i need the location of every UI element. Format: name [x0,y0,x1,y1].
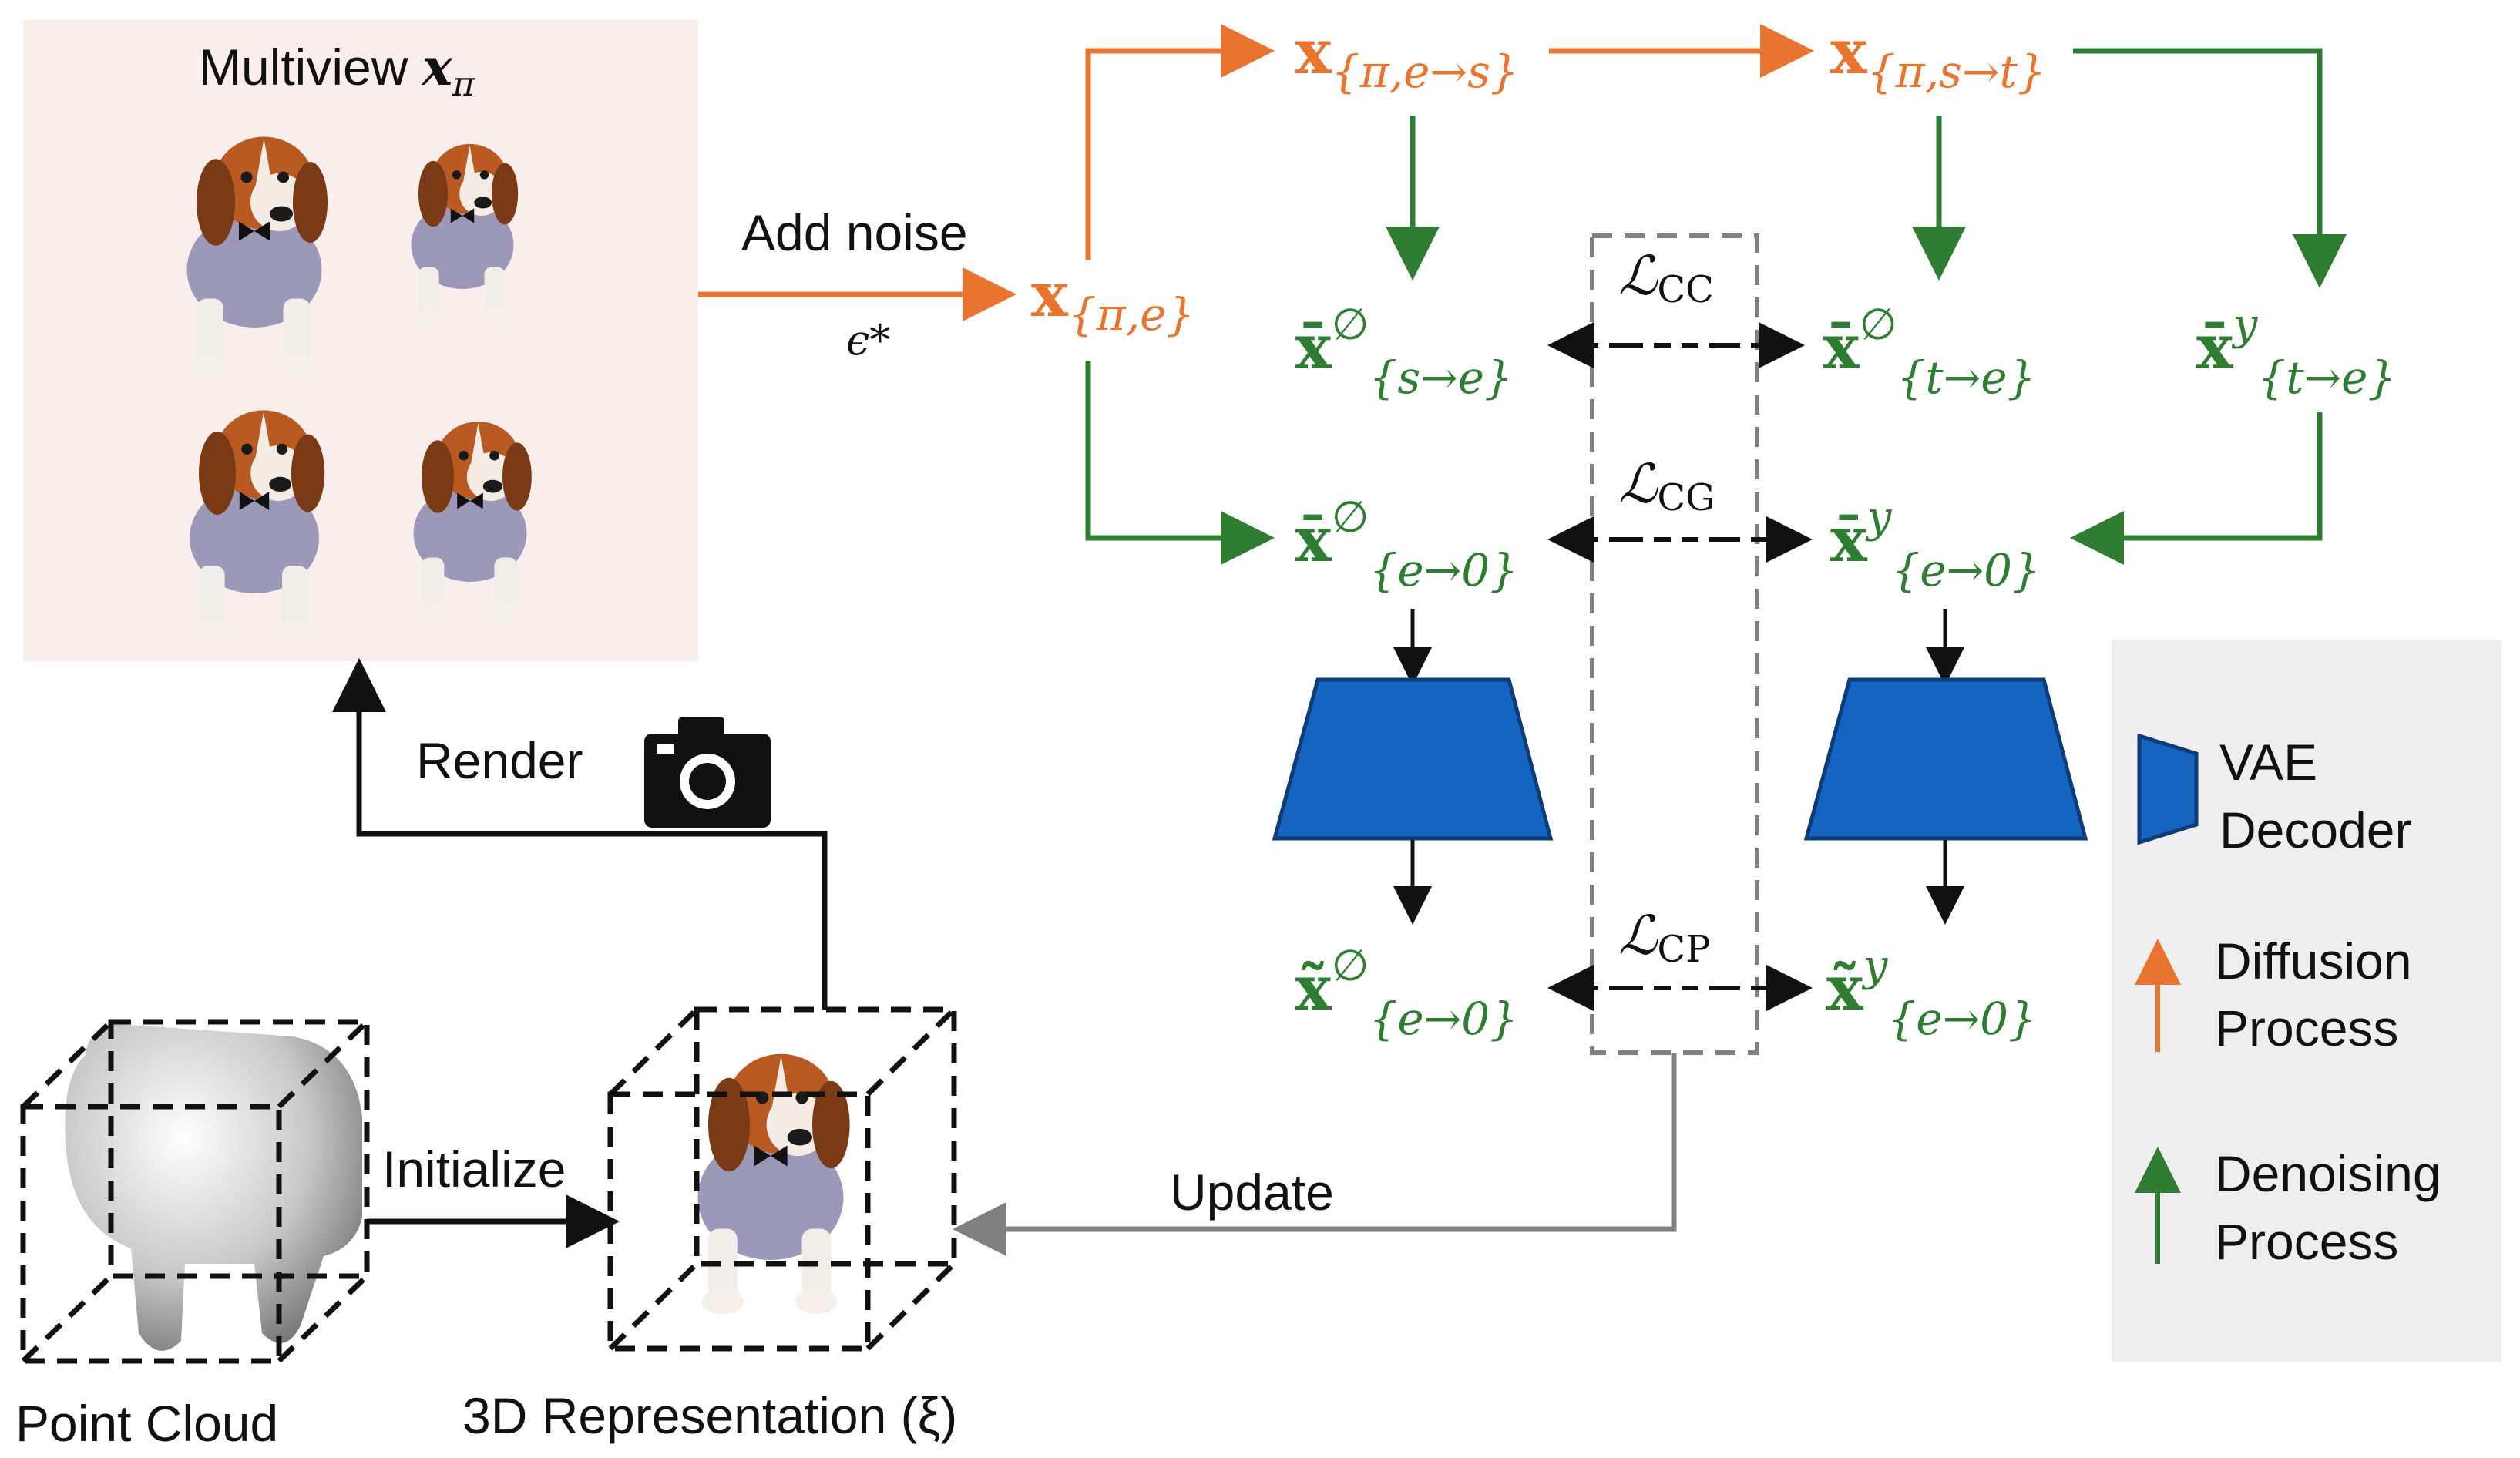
legend-diffusion-line1: Diffusion [2215,932,2412,989]
legend-diffusion-line2: Process [2215,999,2398,1057]
diffusion-arrow-e-to-s [1085,24,1275,260]
node-x-pi-s-t: x{π,s→t} [1830,15,2046,98]
node-xbar-null-e-0: x̄∅{e→0} [1295,492,1518,596]
wireframe-cube-icon [607,1006,957,1352]
camera-icon [644,717,771,828]
loss-cp: ℒCP [1618,904,1710,971]
multiview-panel [23,20,698,661]
denoise-arrow-pi-e-to-e0 [1085,361,1275,565]
point-cloud-label: Point Cloud [15,1395,278,1452]
vae-decoder-icon [2137,733,2199,845]
legend-vae-line2: Decoder [2219,801,2411,858]
loss-cg: ℒCG [1618,452,1715,519]
update-label: Update [1170,1164,1334,1221]
legend-denoising-line2: Process [2215,1213,2398,1270]
render-arrow [332,658,828,1010]
node-xbar-y-e-0: x̄y{e→0} [1830,492,2041,596]
add-noise-label: Add noise [741,204,968,261]
denoise-arrow-t-to-e-y [2073,48,2347,288]
vae-decoder-icon [1272,677,1554,841]
node-xbar-null-s-e: x̄∅{s→e} [1295,300,1513,404]
node-xtil-y-e-0: x̃y{e→0} [1826,941,2037,1045]
render-label: Render [416,732,583,789]
representation-label: 3D Representation (ξ) [462,1387,957,1444]
denoise-arrow-y-te-to-e0 [2070,412,2323,565]
legend-denoising-line1: Denoising [2215,1145,2441,1202]
legend-vae-line1: VAE [2219,734,2317,791]
node-xbar-null-t-e: x̄∅{t→e} [1823,300,2036,404]
initialize-label: Initialize [382,1141,566,1198]
loss-box [1590,233,1759,1055]
loss-cc: ℒCC [1618,244,1714,311]
node-xtil-null-e-0: x̃∅{e→0} [1295,941,1518,1045]
wireframe-cube-icon [20,1019,370,1364]
noise-symbol: ϵ* [846,316,890,364]
update-arrow [953,1053,1677,1256]
multiview-title: Multiview xπ [199,37,475,104]
node-x-pi-e-s: x{π,e→s} [1295,15,1519,98]
node-xbar-y-t-e: x̄y{t→e} [2196,300,2396,404]
vae-decoder-icon [1803,677,2088,841]
node-x-pi-e: x{π,e} [1031,258,1194,341]
